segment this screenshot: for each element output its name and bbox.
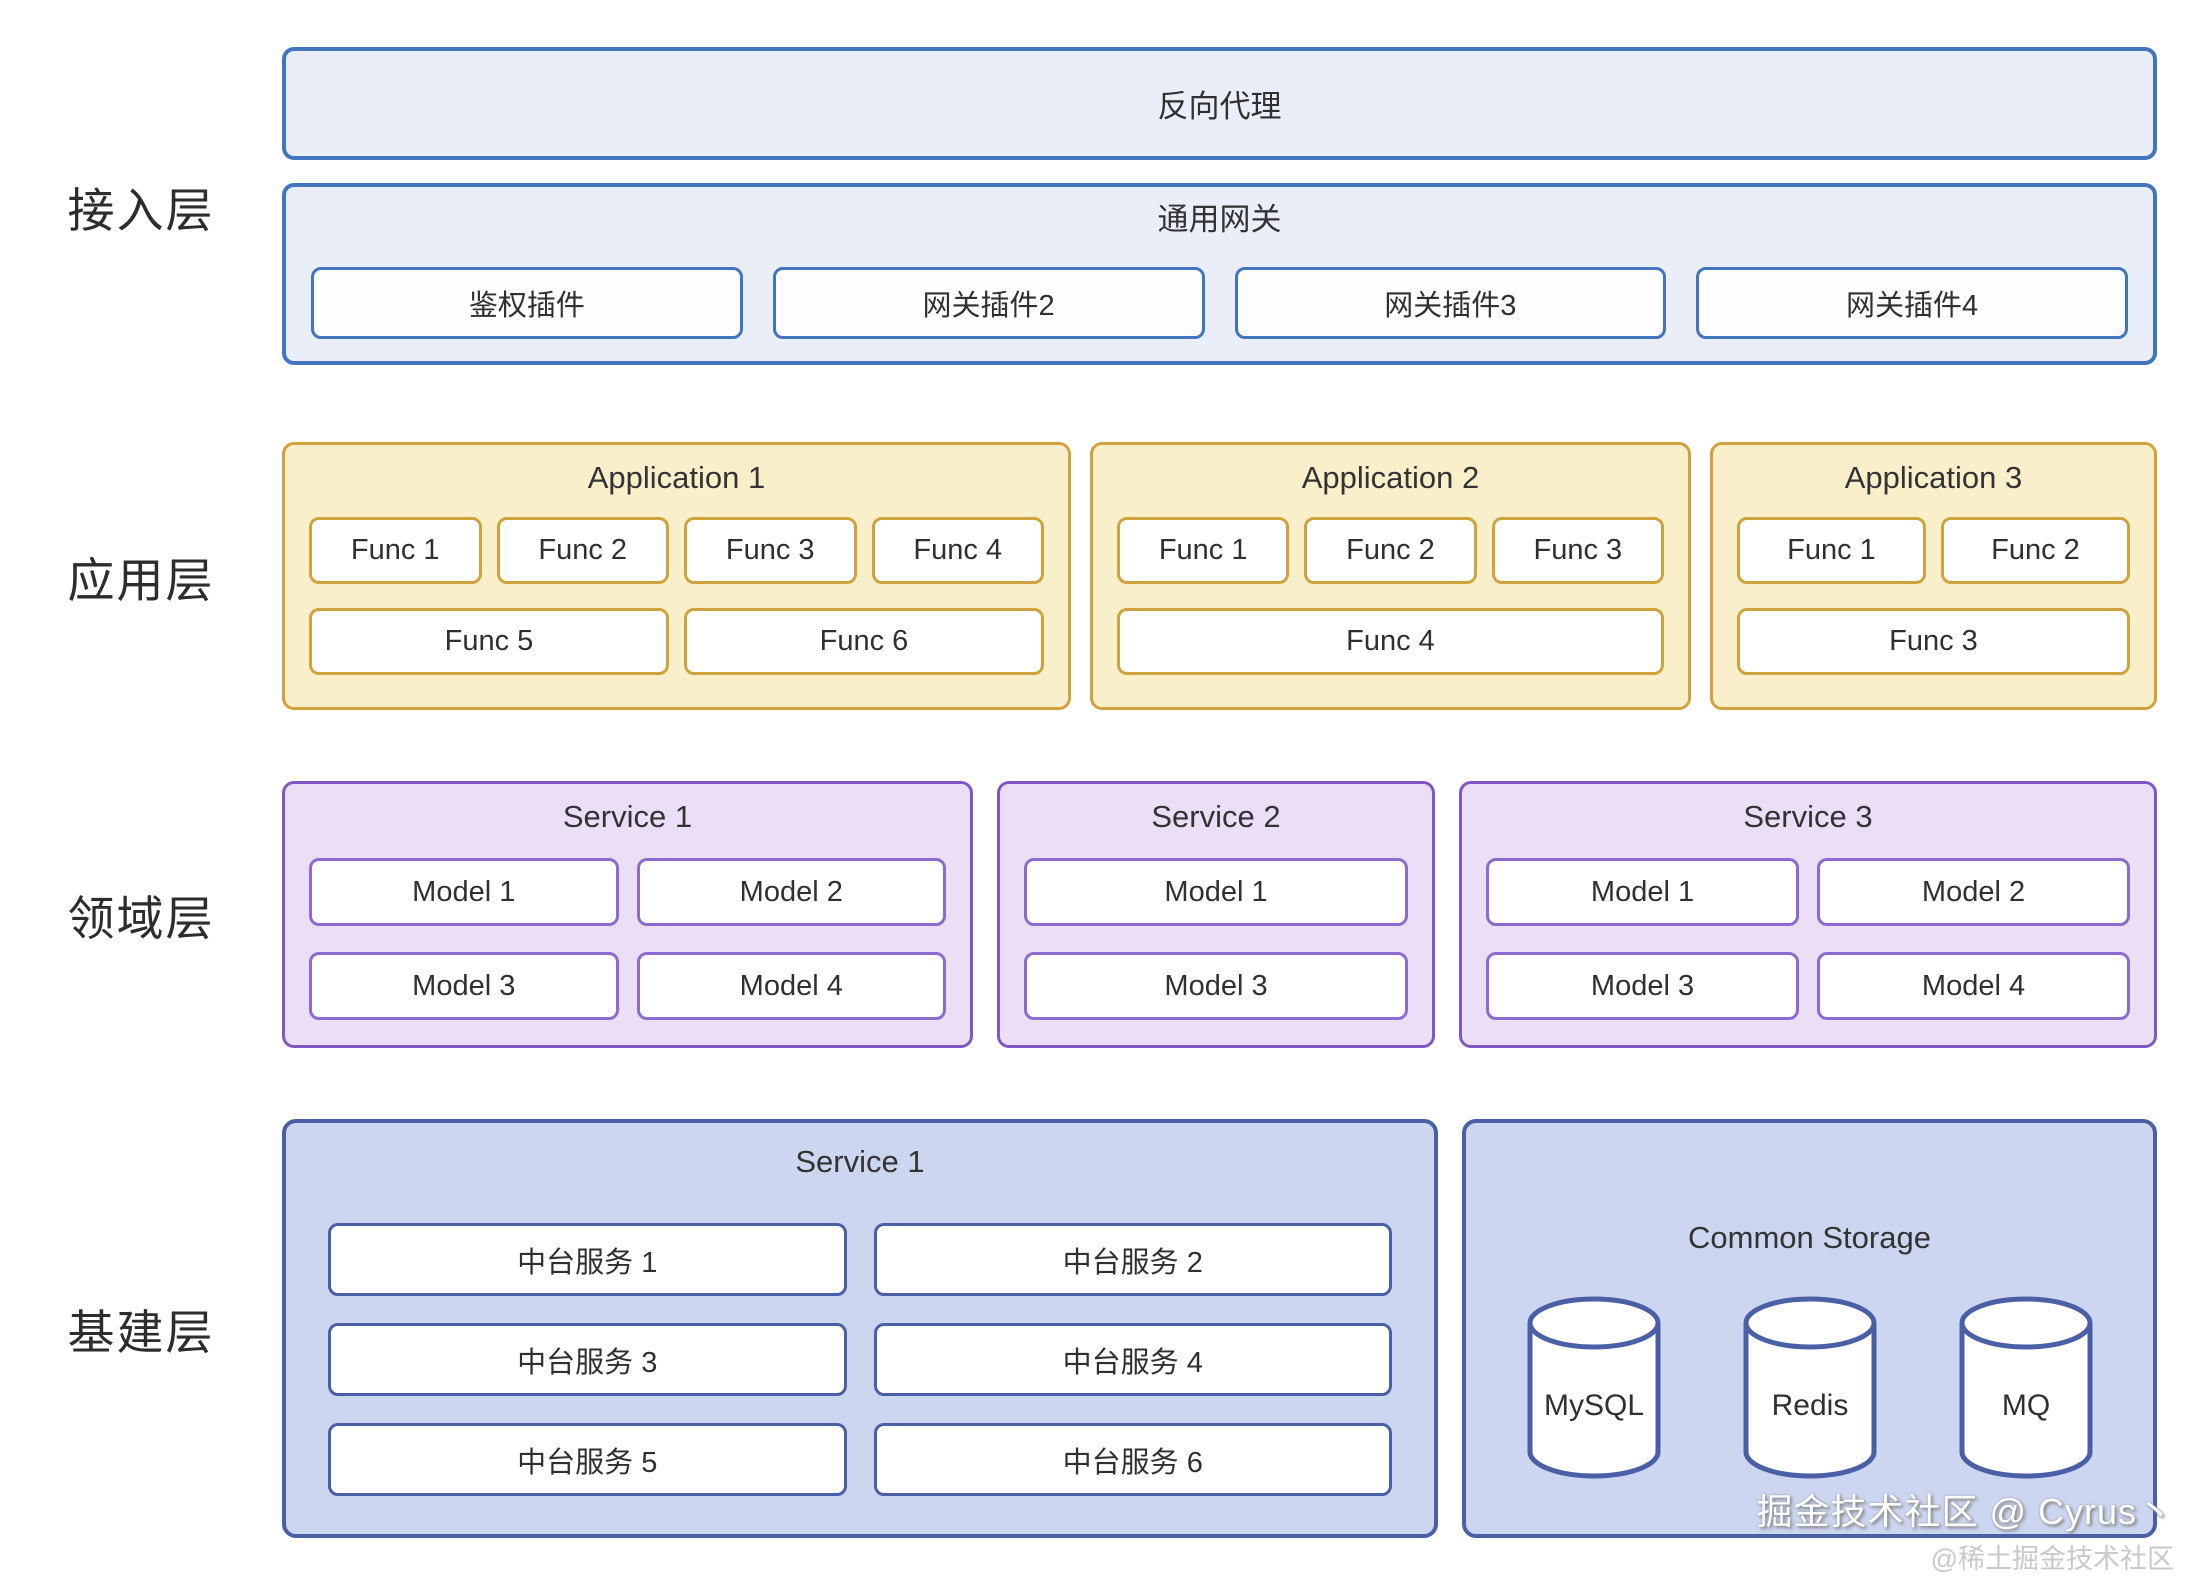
model-box: Model 4 xyxy=(1817,952,2130,1020)
domain-service-3-model-grid: Model 1 Model 2 Model 3 Model 4 xyxy=(1486,858,2130,1020)
gateway-plugin-auth: 鉴权插件 xyxy=(311,267,743,339)
domain-service-card-1: Service 1 Model 1 Model 2 Model 3 Model … xyxy=(282,781,973,1048)
infra-service-card: Service 1 中台服务 1 中台服务 2 中台服务 3 中台服务 4 中台… xyxy=(282,1119,1438,1538)
domain-service-2-title: Service 2 xyxy=(1151,799,1281,834)
database-cylinder-row: MySQL Redis MQ xyxy=(1466,1293,2153,1483)
model-box: Model 4 xyxy=(636,952,946,1020)
application-content: Application 1 Func 1 Func 2 Func 3 Func … xyxy=(282,442,2157,710)
domain-service-3-title: Service 3 xyxy=(1743,799,1873,834)
layer-label-application: 应用层 xyxy=(67,553,215,607)
layer-row-domain: 领域层 Service 1 Model 1 Model 2 Model 3 Mo… xyxy=(0,781,2196,1048)
layer-row-infrastructure: 基建层 Service 1 中台服务 1 中台服务 2 中台服务 3 中台服务 … xyxy=(0,1119,2196,1538)
model-box: Model 1 xyxy=(1486,858,1799,926)
database-label-mq: MQ xyxy=(2001,1389,2049,1422)
gateway-plugin-2: 网关插件2 xyxy=(772,267,1205,339)
database-cylinder-icon-redis: Redis xyxy=(1743,1296,1876,1479)
reverse-proxy-box: 反向代理 xyxy=(282,47,2157,160)
midplatform-service-box: 中台服务 1 xyxy=(328,1223,847,1296)
model-box: Model 3 xyxy=(309,952,619,1020)
func-box: Func 4 xyxy=(1117,608,1664,675)
func-box: Func 3 xyxy=(684,517,857,584)
layer-label-infrastructure: 基建层 xyxy=(67,1306,215,1359)
application-3-func-grid: Func 1 Func 2 Func 3 xyxy=(1737,517,2130,675)
func-box: Func 1 xyxy=(1117,517,1290,584)
common-storage-title: Common Storage xyxy=(1688,1220,1931,1255)
model-box: Model 3 xyxy=(1486,952,1799,1020)
infrastructure-content: Service 1 中台服务 1 中台服务 2 中台服务 3 中台服务 4 中台… xyxy=(282,1119,2157,1538)
domain-service-2-model-grid: Model 1 Model 3 xyxy=(1024,858,1408,1020)
domain-content: Service 1 Model 1 Model 2 Model 3 Model … xyxy=(282,781,2157,1048)
access-content: 反向代理 通用网关 鉴权插件 网关插件2 网关插件3 网关插件4 xyxy=(282,47,2157,365)
model-box: Model 1 xyxy=(1024,858,1408,926)
watermark-line2: @稀土掘金技术社区 xyxy=(1930,1544,2174,1574)
midplatform-service-box: 中台服务 2 xyxy=(873,1223,1392,1296)
model-box: Model 1 xyxy=(309,858,619,926)
application-3-title: Application 3 xyxy=(1844,460,2023,495)
database-label-redis: Redis xyxy=(1771,1389,1848,1422)
gateway-plugin-row: 鉴权插件 网关插件2 网关插件3 网关插件4 xyxy=(311,267,2128,339)
func-box: Func 1 xyxy=(309,517,482,584)
func-box: Func 4 xyxy=(871,517,1044,584)
database-label-mysql: MySQL xyxy=(1543,1389,1643,1422)
model-box: Model 3 xyxy=(1024,952,1408,1020)
layer-label-domain: 领域层 xyxy=(67,892,215,945)
func-box: Func 6 xyxy=(684,608,1044,675)
func-box: Func 2 xyxy=(1941,517,2130,584)
application-1-title: Application 1 xyxy=(587,460,766,495)
func-box: Func 1 xyxy=(1737,517,1926,584)
midplatform-service-box: 中台服务 5 xyxy=(328,1423,847,1496)
application-card-1: Application 1 Func 1 Func 2 Func 3 Func … xyxy=(282,442,1071,710)
midplatform-service-box: 中台服务 6 xyxy=(873,1423,1392,1496)
func-box: Func 3 xyxy=(1491,517,1664,584)
application-card-3: Application 3 Func 1 Func 2 Func 3 xyxy=(1710,442,2157,710)
database-cylinder-icon-mq: MQ xyxy=(1959,1296,2092,1479)
layer-row-access: 接入层 反向代理 通用网关 鉴权插件 网关插件2 网关插件3 网关插件4 xyxy=(0,0,2196,365)
func-box: Func 5 xyxy=(309,608,669,675)
func-box: Func 3 xyxy=(1737,608,2130,675)
common-storage-card: Common Storage MySQL Redis xyxy=(1462,1119,2157,1538)
common-gateway-box: 通用网关 鉴权插件 网关插件2 网关插件3 网关插件4 xyxy=(282,183,2157,365)
application-card-2: Application 2 Func 1 Func 2 Func 3 Func … xyxy=(1090,442,1691,710)
application-1-func-grid: Func 1 Func 2 Func 3 Func 4 Func 5 Func … xyxy=(309,517,1044,675)
database-cylinder-icon-mysql: MySQL xyxy=(1527,1296,1660,1479)
midplatform-service-grid: 中台服务 1 中台服务 2 中台服务 3 中台服务 4 中台服务 5 中台服务 … xyxy=(328,1223,1392,1496)
application-2-func-grid: Func 1 Func 2 Func 3 Func 4 xyxy=(1117,517,1664,675)
reverse-proxy-label: 反向代理 xyxy=(1157,89,1282,124)
layer-label-access: 接入层 xyxy=(67,183,215,237)
layer-row-application: 应用层 Application 1 Func 1 Func 2 Func 3 F… xyxy=(0,442,2196,710)
gateway-plugin-4: 网关插件4 xyxy=(1696,267,2128,339)
midplatform-service-box: 中台服务 3 xyxy=(328,1323,847,1396)
domain-service-1-model-grid: Model 1 Model 2 Model 3 Model 4 xyxy=(309,858,946,1020)
domain-service-card-3: Service 3 Model 1 Model 2 Model 3 Model … xyxy=(1459,781,2157,1048)
domain-service-1-title: Service 1 xyxy=(562,799,693,834)
model-box: Model 2 xyxy=(1817,858,2130,926)
gateway-plugin-3: 网关插件3 xyxy=(1234,267,1667,339)
midplatform-service-box: 中台服务 4 xyxy=(873,1323,1392,1396)
func-box: Func 2 xyxy=(496,517,669,584)
func-box: Func 2 xyxy=(1304,517,1477,584)
model-box: Model 2 xyxy=(636,858,946,926)
common-gateway-title: 通用网关 xyxy=(1157,202,1282,237)
application-2-title: Application 2 xyxy=(1301,460,1480,495)
domain-service-card-2: Service 2 Model 1 Model 3 xyxy=(997,781,1435,1048)
infra-service-title: Service 1 xyxy=(795,1144,925,1179)
